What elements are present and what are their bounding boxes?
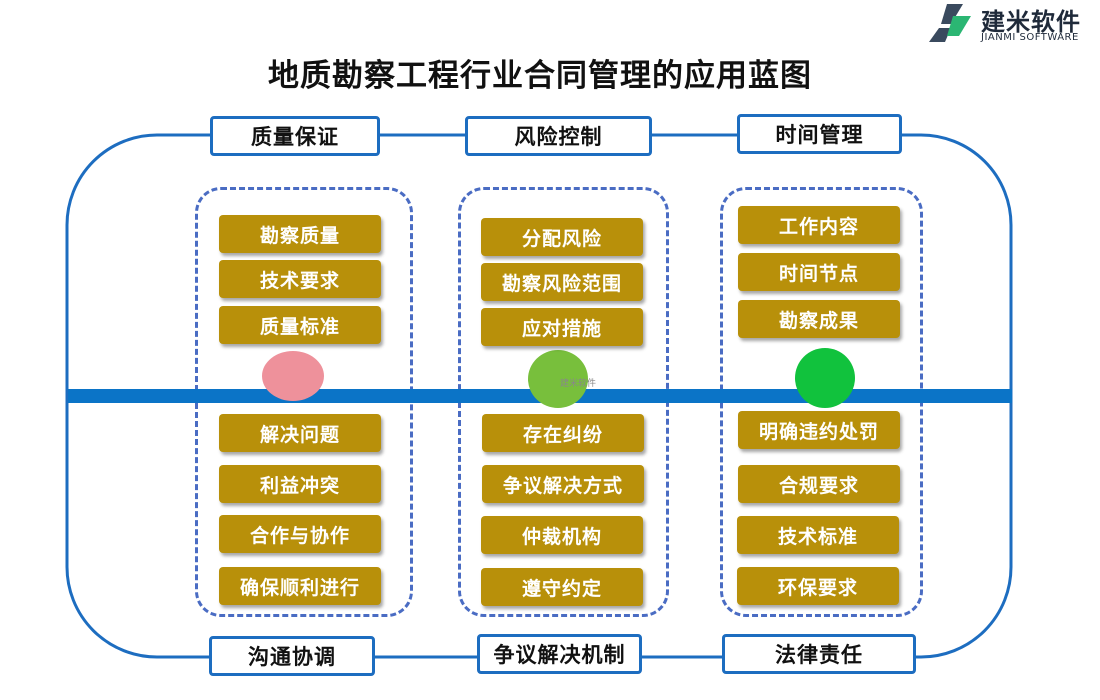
item-box: 利益冲突 — [219, 465, 381, 503]
item-box: 环保要求 — [737, 567, 899, 605]
page-title: 地质勘察工程行业合同管理的应用蓝图 — [268, 58, 812, 94]
item-box: 争议解决方式 — [482, 465, 644, 503]
watermark: 建米软件 — [560, 379, 597, 389]
item-box: 解决问题 — [219, 414, 381, 452]
item-box: 质量标准 — [219, 306, 381, 344]
item-box: 分配风险 — [481, 218, 643, 256]
item-box: 合规要求 — [738, 465, 900, 503]
item-box: 工作内容 — [738, 206, 900, 244]
item-box: 合作与协作 — [219, 515, 381, 553]
item-box: 勘察风险范围 — [481, 263, 643, 301]
header-risk: 风险控制 — [465, 116, 652, 156]
item-box: 遵守约定 — [481, 568, 643, 606]
item-box: 确保顺利进行 — [219, 567, 381, 605]
header-legal: 法律责任 — [722, 634, 916, 674]
item-box: 明确违约处罚 — [738, 411, 900, 449]
item-box: 应对措施 — [481, 308, 643, 346]
item-box: 技术要求 — [219, 260, 381, 298]
item-box: 仲裁机构 — [481, 516, 643, 554]
item-box: 勘察质量 — [219, 215, 381, 253]
header-time: 时间管理 — [737, 114, 902, 154]
marker-dot-1 — [262, 351, 324, 401]
header-quality: 质量保证 — [210, 116, 380, 156]
header-communication: 沟通协调 — [209, 636, 375, 676]
header-dispute: 争议解决机制 — [477, 634, 642, 674]
brand-name: 建米软件 — [981, 8, 1081, 36]
item-box: 技术标准 — [737, 516, 899, 554]
item-box: 勘察成果 — [738, 300, 900, 338]
brand-name-en: JIANMI SOFTWARE — [981, 32, 1079, 43]
item-box: 存在纠纷 — [482, 414, 644, 452]
marker-dot-3 — [795, 348, 855, 408]
item-box: 时间节点 — [738, 253, 900, 291]
brand-logo: 建米软件 JIANMI SOFTWARE — [925, 0, 1100, 48]
brand-logo-icon — [929, 4, 971, 42]
marker-dot-2 — [528, 350, 588, 408]
